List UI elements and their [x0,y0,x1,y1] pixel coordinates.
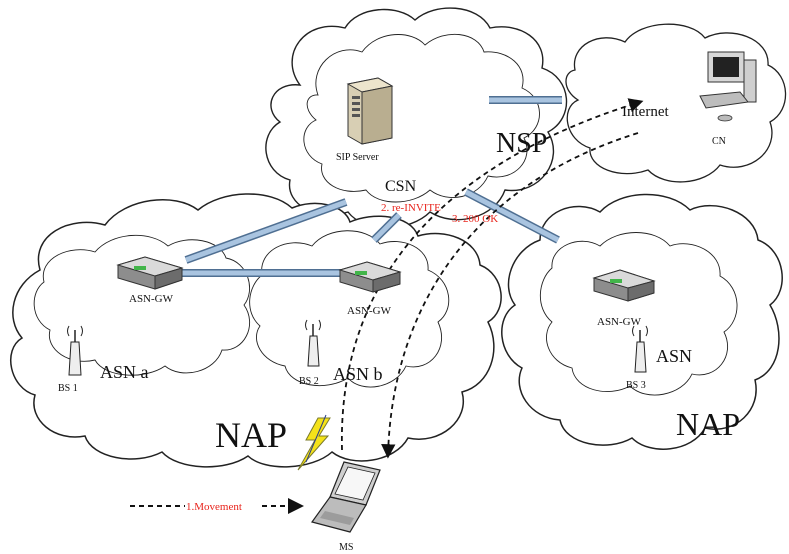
cn-label: CN [712,136,726,147]
nap-left-label: NAP [215,415,287,455]
csn-label: CSN [385,178,417,195]
internet-label: Internet [622,104,669,120]
nsp-label: NSP [496,128,547,159]
asn-gw-a-label: ASN-GW [129,293,174,305]
cloud-nap-right [501,193,783,450]
cloud-csn [265,7,568,229]
sip-server-icon [346,77,394,145]
bs1-label: BS 1 [58,383,78,394]
movement-message-label: 1.Movement [186,501,242,513]
asn-b-label: ASN b [333,364,383,384]
antenna-icon-bs2 [305,319,321,367]
ms-label: MS [339,542,353,553]
bs2-label: BS 2 [299,376,319,387]
antenna-icon-bs1 [67,325,83,376]
reinvite-message-label: 2. re-INVITE [381,202,441,214]
router-icon-asn-b [338,261,402,293]
signaling-paths [130,98,644,514]
ok-path [381,132,639,459]
antenna-icon-bs3 [632,325,648,373]
bs3-label: BS 3 [626,380,646,391]
cloud-internet [565,23,787,183]
reinvite-path [341,98,644,451]
router-icon-asn-a [116,256,184,290]
laptop-icon [311,461,381,533]
network-links [180,96,562,277]
asn-gw-3-label: ASN-GW [597,316,642,328]
asn-a-label: ASN a [100,362,149,382]
router-icon-asn [592,269,656,302]
computer-icon [699,51,757,122]
asn-label: ASN [656,346,692,366]
nap-right-label: NAP [676,406,740,442]
radio-link-line [305,414,327,463]
sip-server-label: SIP Server [336,152,379,163]
asn-gw-b-label: ASN-GW [347,305,392,317]
ok-message-label: 3. 200 OK [452,213,498,225]
